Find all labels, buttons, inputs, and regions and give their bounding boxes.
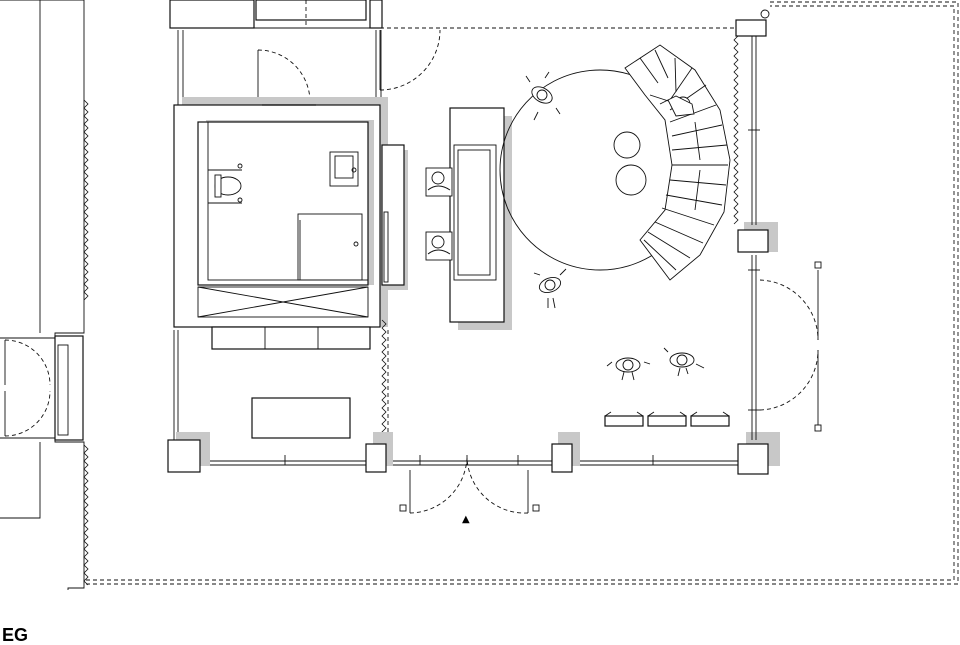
bench-below-core xyxy=(211,326,371,350)
columns xyxy=(167,222,780,475)
right-facade xyxy=(733,35,822,440)
seated-person-2 xyxy=(425,231,453,261)
curtain-core-right xyxy=(381,319,387,453)
floor-label: EG xyxy=(2,625,29,645)
standing-person-1 xyxy=(525,71,561,121)
person-on-sofa xyxy=(659,95,695,117)
site-boundary xyxy=(86,1,959,585)
standing-person-3 xyxy=(606,357,651,381)
entrance-marker: ▲ xyxy=(462,514,470,525)
seated-person-1 xyxy=(425,167,453,197)
core-side-panel xyxy=(381,144,408,290)
central-counter xyxy=(449,107,512,330)
left-neighbour-wall xyxy=(0,0,89,590)
top-structure xyxy=(169,0,770,105)
standing-person-4 xyxy=(663,347,705,377)
standing-person-2 xyxy=(533,268,567,309)
wc-core xyxy=(173,97,388,328)
round-rug xyxy=(499,69,661,271)
front-facade xyxy=(168,330,740,466)
lower-left-table xyxy=(251,397,351,439)
front-entrance-doors xyxy=(399,457,540,514)
low-benches xyxy=(604,411,730,427)
curved-sofa xyxy=(624,44,731,281)
left-entrance-doors xyxy=(4,339,51,437)
core-top-door xyxy=(257,29,441,103)
